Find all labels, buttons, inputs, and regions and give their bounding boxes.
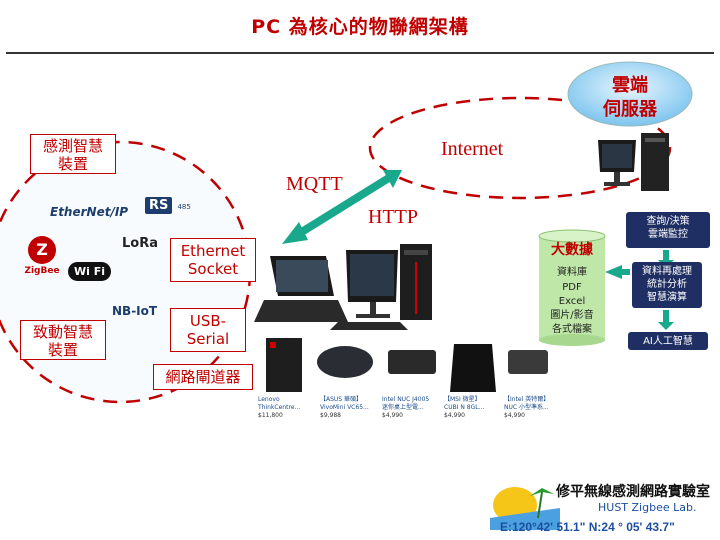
network-gateway-label: 網路閘道器 [153,364,253,390]
http-label: HTTP [368,206,418,228]
page-title: PC 為核心的物聯網架構 [251,16,469,38]
device-brand: 【Intel 英特爾】 [504,396,550,403]
zigbee-icon: Z [28,236,56,264]
device-card: Lenovo ThinkCentre... $11,800 [258,396,322,420]
device-card: 【ASUS 華碩】 VivoMini VC65... $9,988 [320,396,384,420]
zigbee-text: ZigBee [24,266,60,276]
device-price: $9,988 [320,412,341,419]
device-price: $4,990 [504,412,525,419]
device-price: $4,990 [444,412,465,419]
mqtt-label: MQTT [286,173,343,195]
internet-label: Internet [441,138,504,160]
device-model: VivoMini VC65... [320,404,369,411]
sensing-device-label: 感測智慧 裝置 [30,134,116,174]
device-brand: Intel NUC J4005 [382,396,430,403]
big-data-title: 大數據 [551,242,593,258]
device-brand: 【MSI 微星】 [444,396,481,403]
big-data-item: 資料庫 [557,267,587,278]
rs485-logo: RS 485 [145,194,191,214]
rs485-text: RS [145,197,173,214]
cloud-oval [567,61,693,127]
device-price: $4,990 [382,412,403,419]
device-card: Intel NUC J4005 迷你桌上型電... $4,990 [382,396,446,420]
wifi-logo: Wi Fi [68,262,112,281]
usb-serial-label: USB- Serial [170,308,246,352]
lab-name: 修平無線感測網路實驗室 [556,484,710,500]
device-price: $11,800 [258,412,283,419]
big-data-item: Excel [558,296,586,307]
big-data-item: 圖片/影音 [550,310,594,321]
device-model: ThinkCentre... [258,404,301,411]
lab-english-name: HUST Zigbee Lab. [598,501,697,514]
rs485-sub: 485 [177,203,191,211]
query-decision-panel: 查詢/決策 雲端監控 [626,212,710,248]
lab-logo [490,487,560,530]
ethernet-socket-label: Ethernet Socket [170,238,256,282]
big-data-cylinder [538,229,606,346]
lab-coordinates: E:120°42' 51.1" N:24 ° 05' 43.7" [500,520,675,534]
ai-panel: AI人工智慧 [628,332,708,350]
cloud-server-label: 雲端 伺服器 [603,75,657,120]
big-data-item: 各式檔案 [552,324,592,335]
desktop-pc [330,244,432,330]
cloud-server-computer [598,133,669,191]
lora-logo: LoRa [122,236,158,251]
actuating-device-label: 致動智慧 裝置 [20,320,106,360]
ethernet-ip-logo: EtherNet/IP [50,205,129,219]
device-brand: Lenovo [258,396,280,403]
nbiot-logo: NB-IoT [112,304,158,318]
protocol-arrow [282,170,402,244]
device-model: CUBI N 8GL... [444,404,485,411]
analysis-panel: 資料再處理 統計分析 智慧演算 [632,262,702,308]
device-model: 迷你桌上型電... [382,404,424,411]
mini-pc-row [266,338,548,392]
big-data-item: PDF [562,282,582,293]
laptop [254,256,348,322]
device-card: 【MSI 微星】 CUBI N 8GL... $4,990 [444,396,508,420]
device-brand: 【ASUS 華碩】 [320,396,363,403]
device-model: NUC 小型準系... [504,404,549,411]
internet-ellipse [368,96,672,200]
zigbee-logo: Z ZigBee [24,236,60,276]
device-card: 【Intel 英特爾】 NUC 小型準系... $4,990 [504,396,568,420]
title-divider [6,52,714,54]
